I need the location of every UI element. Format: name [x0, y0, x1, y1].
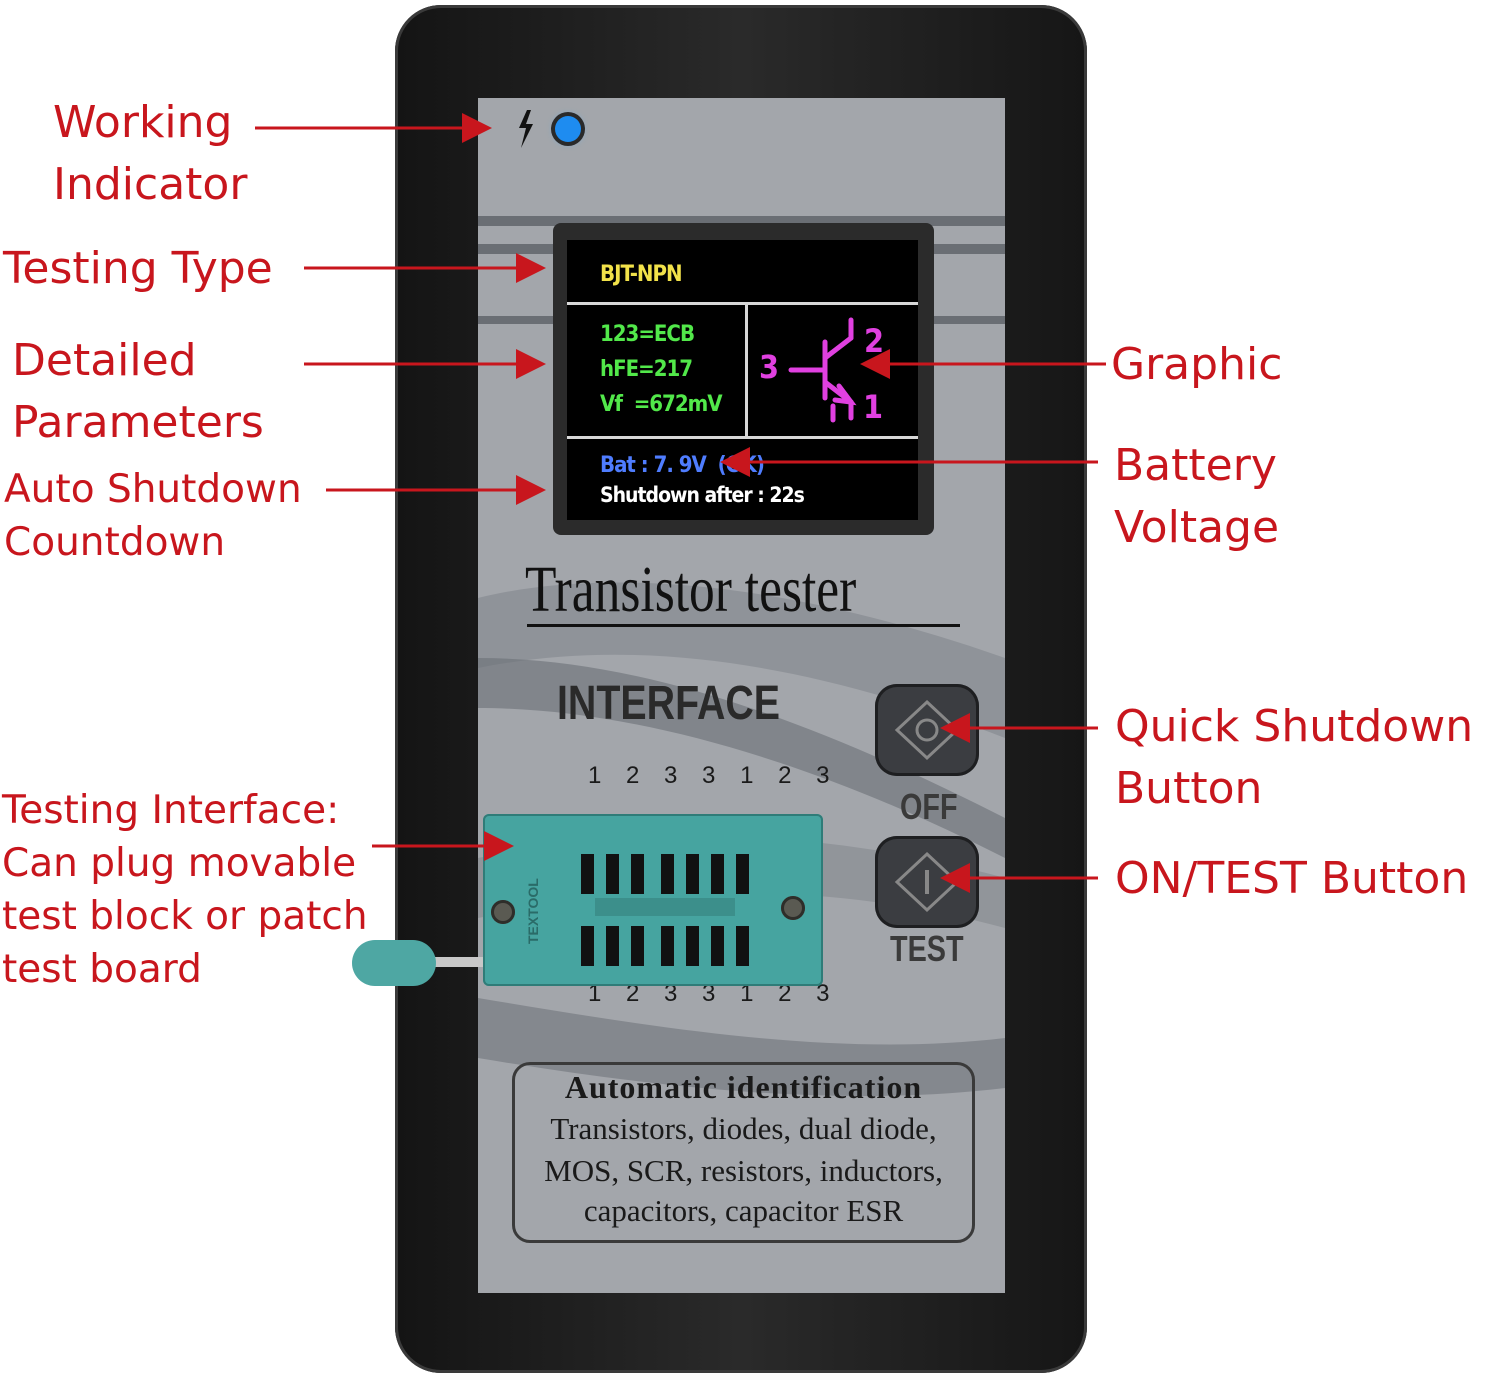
socket-lever-knob[interactable]: [352, 940, 436, 986]
vf-text: Vf =672mV: [600, 392, 723, 417]
pin-numbers-bottom: 1 2 3 3 1 2 3: [588, 980, 839, 1007]
callout-testing-interface: Testing Interface: Can plug movable test…: [2, 788, 368, 992]
callout-quick-shutdown: Quick Shutdown Button: [1115, 701, 1474, 814]
id-title: Automatic identification: [564, 1069, 923, 1105]
id-line-1: Transistors, diodes, dual diode,: [550, 1111, 937, 1146]
screw-icon: [491, 900, 515, 924]
hfe-text: hFE=217: [600, 357, 693, 382]
off-label: OFF: [900, 786, 958, 827]
callout-on-test: ON/TEST Button: [1115, 853, 1469, 904]
testing-type-text: BJT-NPN: [600, 262, 683, 287]
npn-transistor-symbol-icon: [788, 317, 857, 423]
screw-icon: [781, 896, 805, 920]
zif-test-socket[interactable]: TEXTOOL: [483, 814, 823, 986]
callout-graphic: Graphic: [1111, 339, 1283, 390]
callout-working-indicator: Working Indicator: [53, 97, 248, 210]
working-indicator-led: [555, 116, 581, 142]
pin-assignment-text: 123=ECB: [600, 322, 695, 347]
id-line-2: MOS, SCR, resistors, inductors,: [544, 1153, 943, 1188]
identification-box: Automatic identification Transistors, di…: [512, 1062, 975, 1243]
callout-auto-shutdown: Auto Shutdown Countdown: [4, 467, 302, 565]
interface-label: INTERFACE: [557, 677, 781, 730]
callout-detailed-parameters: Detailed Parameters: [12, 335, 264, 448]
lightning-icon: [519, 110, 533, 148]
pin-numbers-top: 1 2 3 3 1 2 3: [588, 762, 839, 789]
socket-lever-rod: [428, 957, 508, 967]
test-label: TEST: [890, 928, 964, 969]
id-line-3: capacitors, capacitor ESR: [583, 1193, 904, 1228]
shutdown-countdown-text: Shutdown after : 22s: [600, 483, 805, 507]
brand-title: Transistor tester: [525, 553, 857, 626]
symbol-pin-emitter: 1: [863, 388, 884, 426]
symbol-pin-base: 3: [759, 348, 780, 386]
brand-underline: [527, 624, 960, 627]
callout-battery-voltage: Battery Voltage: [1114, 440, 1280, 553]
callout-testing-type: Testing Type: [3, 243, 273, 294]
